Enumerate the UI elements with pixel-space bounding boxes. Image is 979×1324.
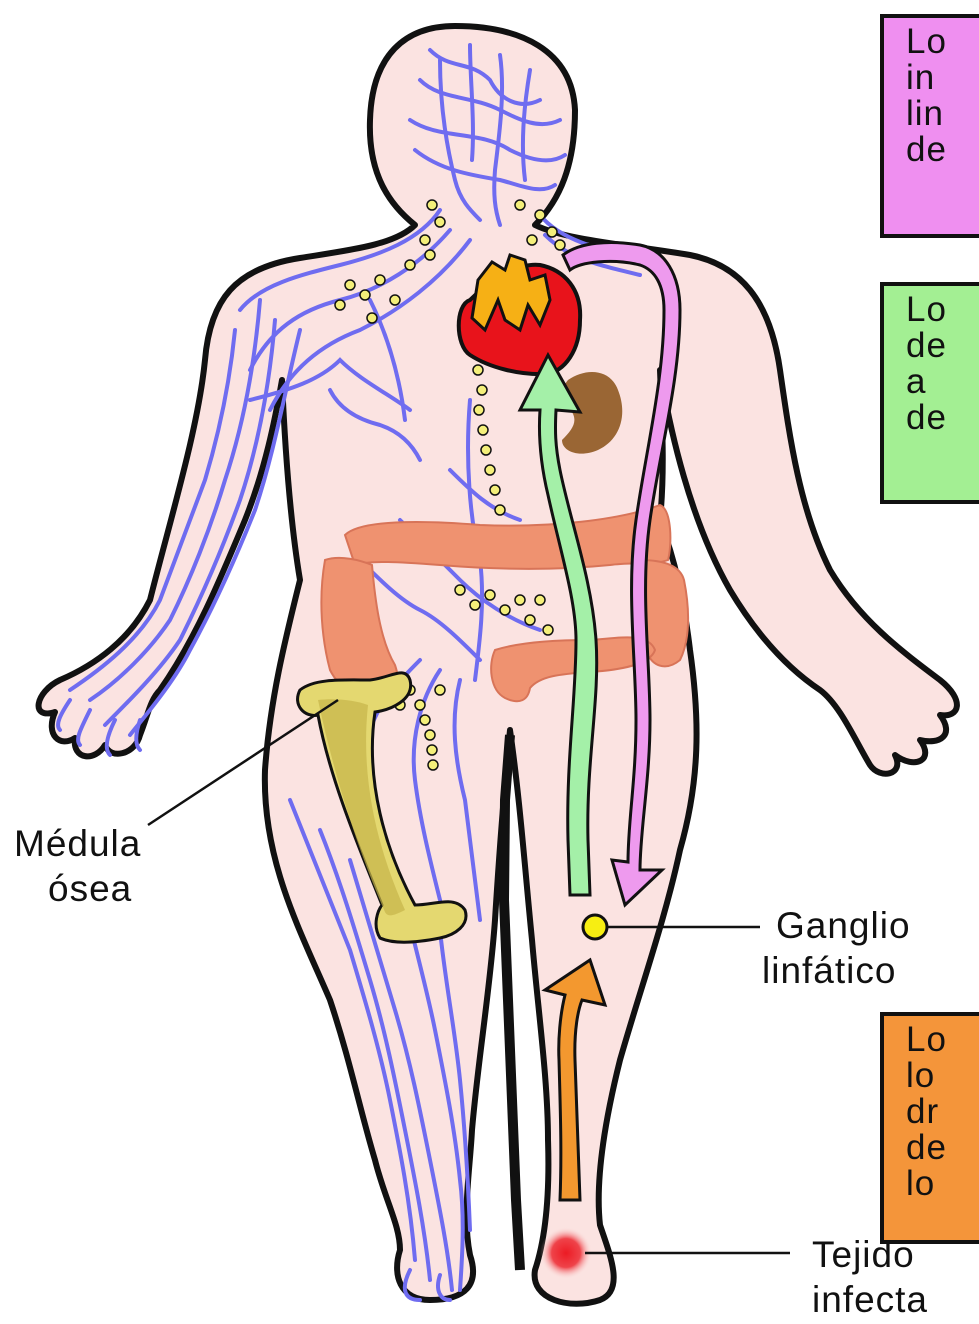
info-box-orange-line: lo [906, 1058, 979, 1094]
label-node-line1: Ganglio [776, 907, 911, 945]
label-marrow-line2: ósea [48, 870, 132, 908]
info-box-orange-line: lo [906, 1166, 979, 1202]
info-box-orange-line: dr [906, 1094, 979, 1130]
info-box-pink: Lo in lin de [880, 14, 979, 238]
info-box-pink-line: in [906, 60, 979, 96]
lymph-node-icon [583, 915, 607, 939]
infection-icon [540, 1227, 592, 1279]
info-box-pink-line: de [906, 132, 979, 168]
info-box-pink-line: Lo [906, 24, 979, 60]
info-box-orange-line: de [906, 1130, 979, 1166]
label-node-line2: linfático [762, 952, 896, 990]
info-box-green-line: de [906, 328, 979, 364]
info-box-orange: Lo lo dr de lo [880, 1012, 979, 1244]
info-box-green: Lo de a de [880, 282, 979, 504]
info-box-pink-line: lin [906, 96, 979, 132]
info-box-green-line: Lo [906, 292, 979, 328]
info-box-green-line: de [906, 400, 979, 436]
label-tissue-line2: infecta [812, 1281, 928, 1319]
info-box-orange-line: Lo [906, 1022, 979, 1058]
label-marrow-line1: Médula [14, 825, 141, 863]
info-box-green-line: a [906, 364, 979, 400]
